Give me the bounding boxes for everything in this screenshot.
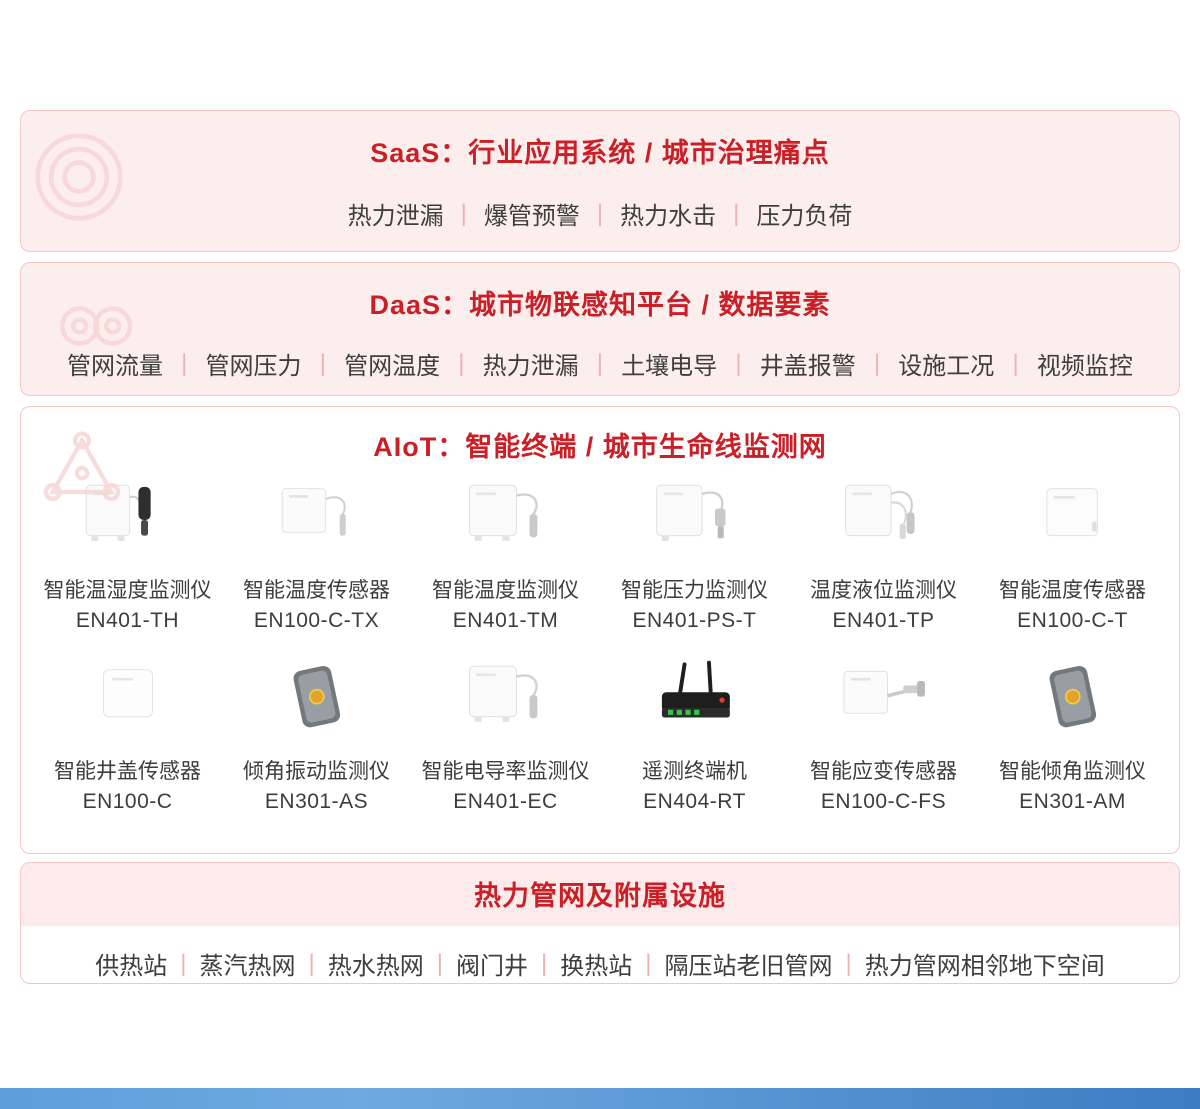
product-card: 温度液位监测仪 EN401-TP: [789, 472, 978, 633]
tag-item: 热力泄漏: [347, 203, 444, 230]
two-probe-sensor-icon: [789, 472, 978, 568]
daas-title: DaaS：城市物联感知平台 / 数据要素: [369, 290, 831, 320]
product-model: EN100-C-TX: [253, 609, 380, 632]
divider: |: [735, 349, 742, 377]
product-model: EN301-AM: [1019, 790, 1126, 813]
divider: |: [181, 349, 188, 377]
product-model: EN401-EC: [453, 790, 558, 813]
product-card: 遥测终端机 EN404-RT: [600, 653, 789, 814]
product-card: 智能温度监测仪 EN401-TM: [411, 472, 600, 633]
strain-arm-sensor-icon: [789, 653, 978, 749]
dual-probe-sensor-icon: [33, 472, 222, 568]
cable-probe-sensor-icon: [411, 653, 600, 749]
facilities-title: 热力管网及附属设施: [474, 881, 726, 911]
divider: |: [733, 199, 740, 227]
product-card: 智能电导率监测仪 EN401-EC: [411, 653, 600, 814]
tag-item: 压力负荷: [756, 203, 853, 230]
tag-item: 热力泄漏: [482, 353, 579, 380]
product-name: 智能温湿度监测仪: [43, 579, 212, 602]
product-model: EN100-C-T: [1017, 609, 1128, 632]
daas-items-row: 管网流量 | 管网压力 | 管网温度 | 热力泄漏 | 土壤电导 | 井盖报警 | 设施工况 | 视频监控: [21, 346, 1179, 381]
tag-item: 蒸汽热网: [199, 953, 296, 980]
router-terminal-icon: [600, 653, 789, 749]
divider: |: [319, 349, 326, 377]
divider: |: [541, 949, 548, 977]
product-card: 智能温度传感器 EN100-C-TX: [222, 472, 411, 633]
product-model: EN401-TM: [452, 609, 559, 632]
product-model: EN404-RT: [643, 790, 746, 813]
tag-item: 热水热网: [327, 953, 424, 980]
tag-item: 视频监控: [1036, 353, 1133, 380]
tag-item: 土壤电导: [621, 353, 718, 380]
divider: |: [873, 349, 881, 377]
tag-item: 换热站: [560, 953, 633, 980]
facilities-panel: 热力管网及附属设施 供热站 | 蒸汽热网 | 热水热网 | 阀门井 | 换热站 | 隔压站老旧管网 |…: [20, 862, 1180, 984]
tag-item: 爆管预警: [483, 203, 580, 230]
tag-item: 阀门井: [456, 953, 528, 980]
product-model: EN100-C-FS: [820, 790, 947, 813]
product-model: EN401-TH: [75, 609, 180, 632]
tag-item: 热力管网相邻地下空间: [864, 953, 1105, 980]
product-model: EN301-AS: [264, 790, 369, 813]
tag-item: 井盖报警: [759, 353, 856, 380]
product-name: 智能应变传感器: [810, 760, 957, 783]
divider: |: [645, 949, 652, 977]
tilt-sensor-icon: [978, 653, 1167, 749]
product-grid-row2: 智能井盖传感器 EN100-C 倾角振动监测仪 EN301-AS 智能电导率监测仪 EN4…: [21, 649, 1179, 814]
product-model: EN100-C: [82, 790, 173, 813]
product-name: 遥测终端机: [642, 760, 747, 783]
product-card: 倾角振动监测仪 EN301-AS: [222, 653, 411, 814]
product-name: 温度液位监测仪: [810, 579, 957, 602]
product-name: 智能压力监测仪: [621, 579, 768, 602]
product-name: 智能温度监测仪: [432, 579, 579, 602]
divider: |: [460, 199, 467, 227]
tag-item: 隔压站老旧管网: [664, 953, 833, 980]
saas-title: SaaS：行业应用系统 / 城市治理痛点: [370, 138, 830, 168]
tag-item: 管网温度: [344, 353, 441, 380]
product-card: 智能井盖传感器 EN100-C: [33, 653, 222, 814]
aiot-title: AIoT：智能终端 / 城市生命线监测网: [373, 432, 827, 462]
divider: |: [180, 949, 187, 977]
product-name: 智能温度传感器: [999, 579, 1146, 602]
product-model: EN401-PS-T: [632, 609, 757, 632]
facilities-items-row: 供热站 | 蒸汽热网 | 热水热网 | 阀门井 | 换热站 | 隔压站老旧管网 | 热力管网相邻地下空间: [21, 946, 1179, 981]
product-card: 智能温度传感器 EN100-C-T: [978, 472, 1167, 633]
product-name: 倾角振动监测仪: [243, 760, 390, 783]
divider: |: [845, 949, 852, 977]
product-grid-row1: 智能温湿度监测仪 EN401-TH 智能温度传感器 EN100-C-TX 智能温度监测仪…: [21, 468, 1179, 633]
product-card: 智能应变传感器 EN100-C-FS: [789, 653, 978, 814]
layer-stack: SaaS：行业应用系统 / 城市治理痛点 热力泄漏 | 爆管预警 | 热力水击 | 压力负荷…: [20, 110, 1180, 984]
product-name: 智能温度传感器: [243, 579, 390, 602]
flat-panel-sensor-icon: [33, 653, 222, 749]
tag-item: 管网压力: [205, 353, 302, 380]
divider: |: [596, 349, 604, 377]
facilities-header: 热力管网及附属设施: [21, 863, 1179, 926]
divider: |: [458, 349, 465, 377]
product-name: 智能倾角监测仪: [999, 760, 1146, 783]
pressure-probe-sensor-icon: [600, 472, 789, 568]
product-name: 智能电导率监测仪: [421, 760, 590, 783]
tag-item: 设施工况: [898, 353, 995, 380]
product-name: 智能井盖传感器: [54, 760, 201, 783]
product-card: 智能温湿度监测仪 EN401-TH: [33, 472, 222, 633]
saas-items-row: 热力泄漏 | 爆管预警 | 热力水击 | 压力负荷: [21, 196, 1179, 231]
panel-sensor-icon: [978, 472, 1167, 568]
product-card: 智能压力监测仪 EN401-PS-T: [600, 472, 789, 633]
product-card: 智能倾角监测仪 EN301-AM: [978, 653, 1167, 814]
tag-item: 供热站: [95, 953, 168, 980]
tilt-sensor-icon: [222, 653, 411, 749]
footer-bar: [0, 1088, 1200, 1109]
divider: |: [596, 199, 604, 227]
panel-probe-sensor-icon: [222, 472, 411, 568]
tag-item: 热力水击: [620, 203, 717, 230]
cable-probe-sensor-icon: [411, 472, 600, 568]
daas-panel: DaaS：城市物联感知平台 / 数据要素 管网流量 | 管网压力 | 管网温度 | 热力泄漏…: [20, 262, 1180, 396]
divider: |: [436, 949, 443, 977]
saas-panel: SaaS：行业应用系统 / 城市治理痛点 热力泄漏 | 爆管预警 | 热力水击 | 压力负荷: [20, 110, 1180, 252]
divider: |: [1012, 349, 1019, 377]
product-model: EN401-TP: [832, 609, 935, 632]
divider: |: [308, 949, 315, 977]
tag-item: 管网流量: [67, 353, 163, 380]
